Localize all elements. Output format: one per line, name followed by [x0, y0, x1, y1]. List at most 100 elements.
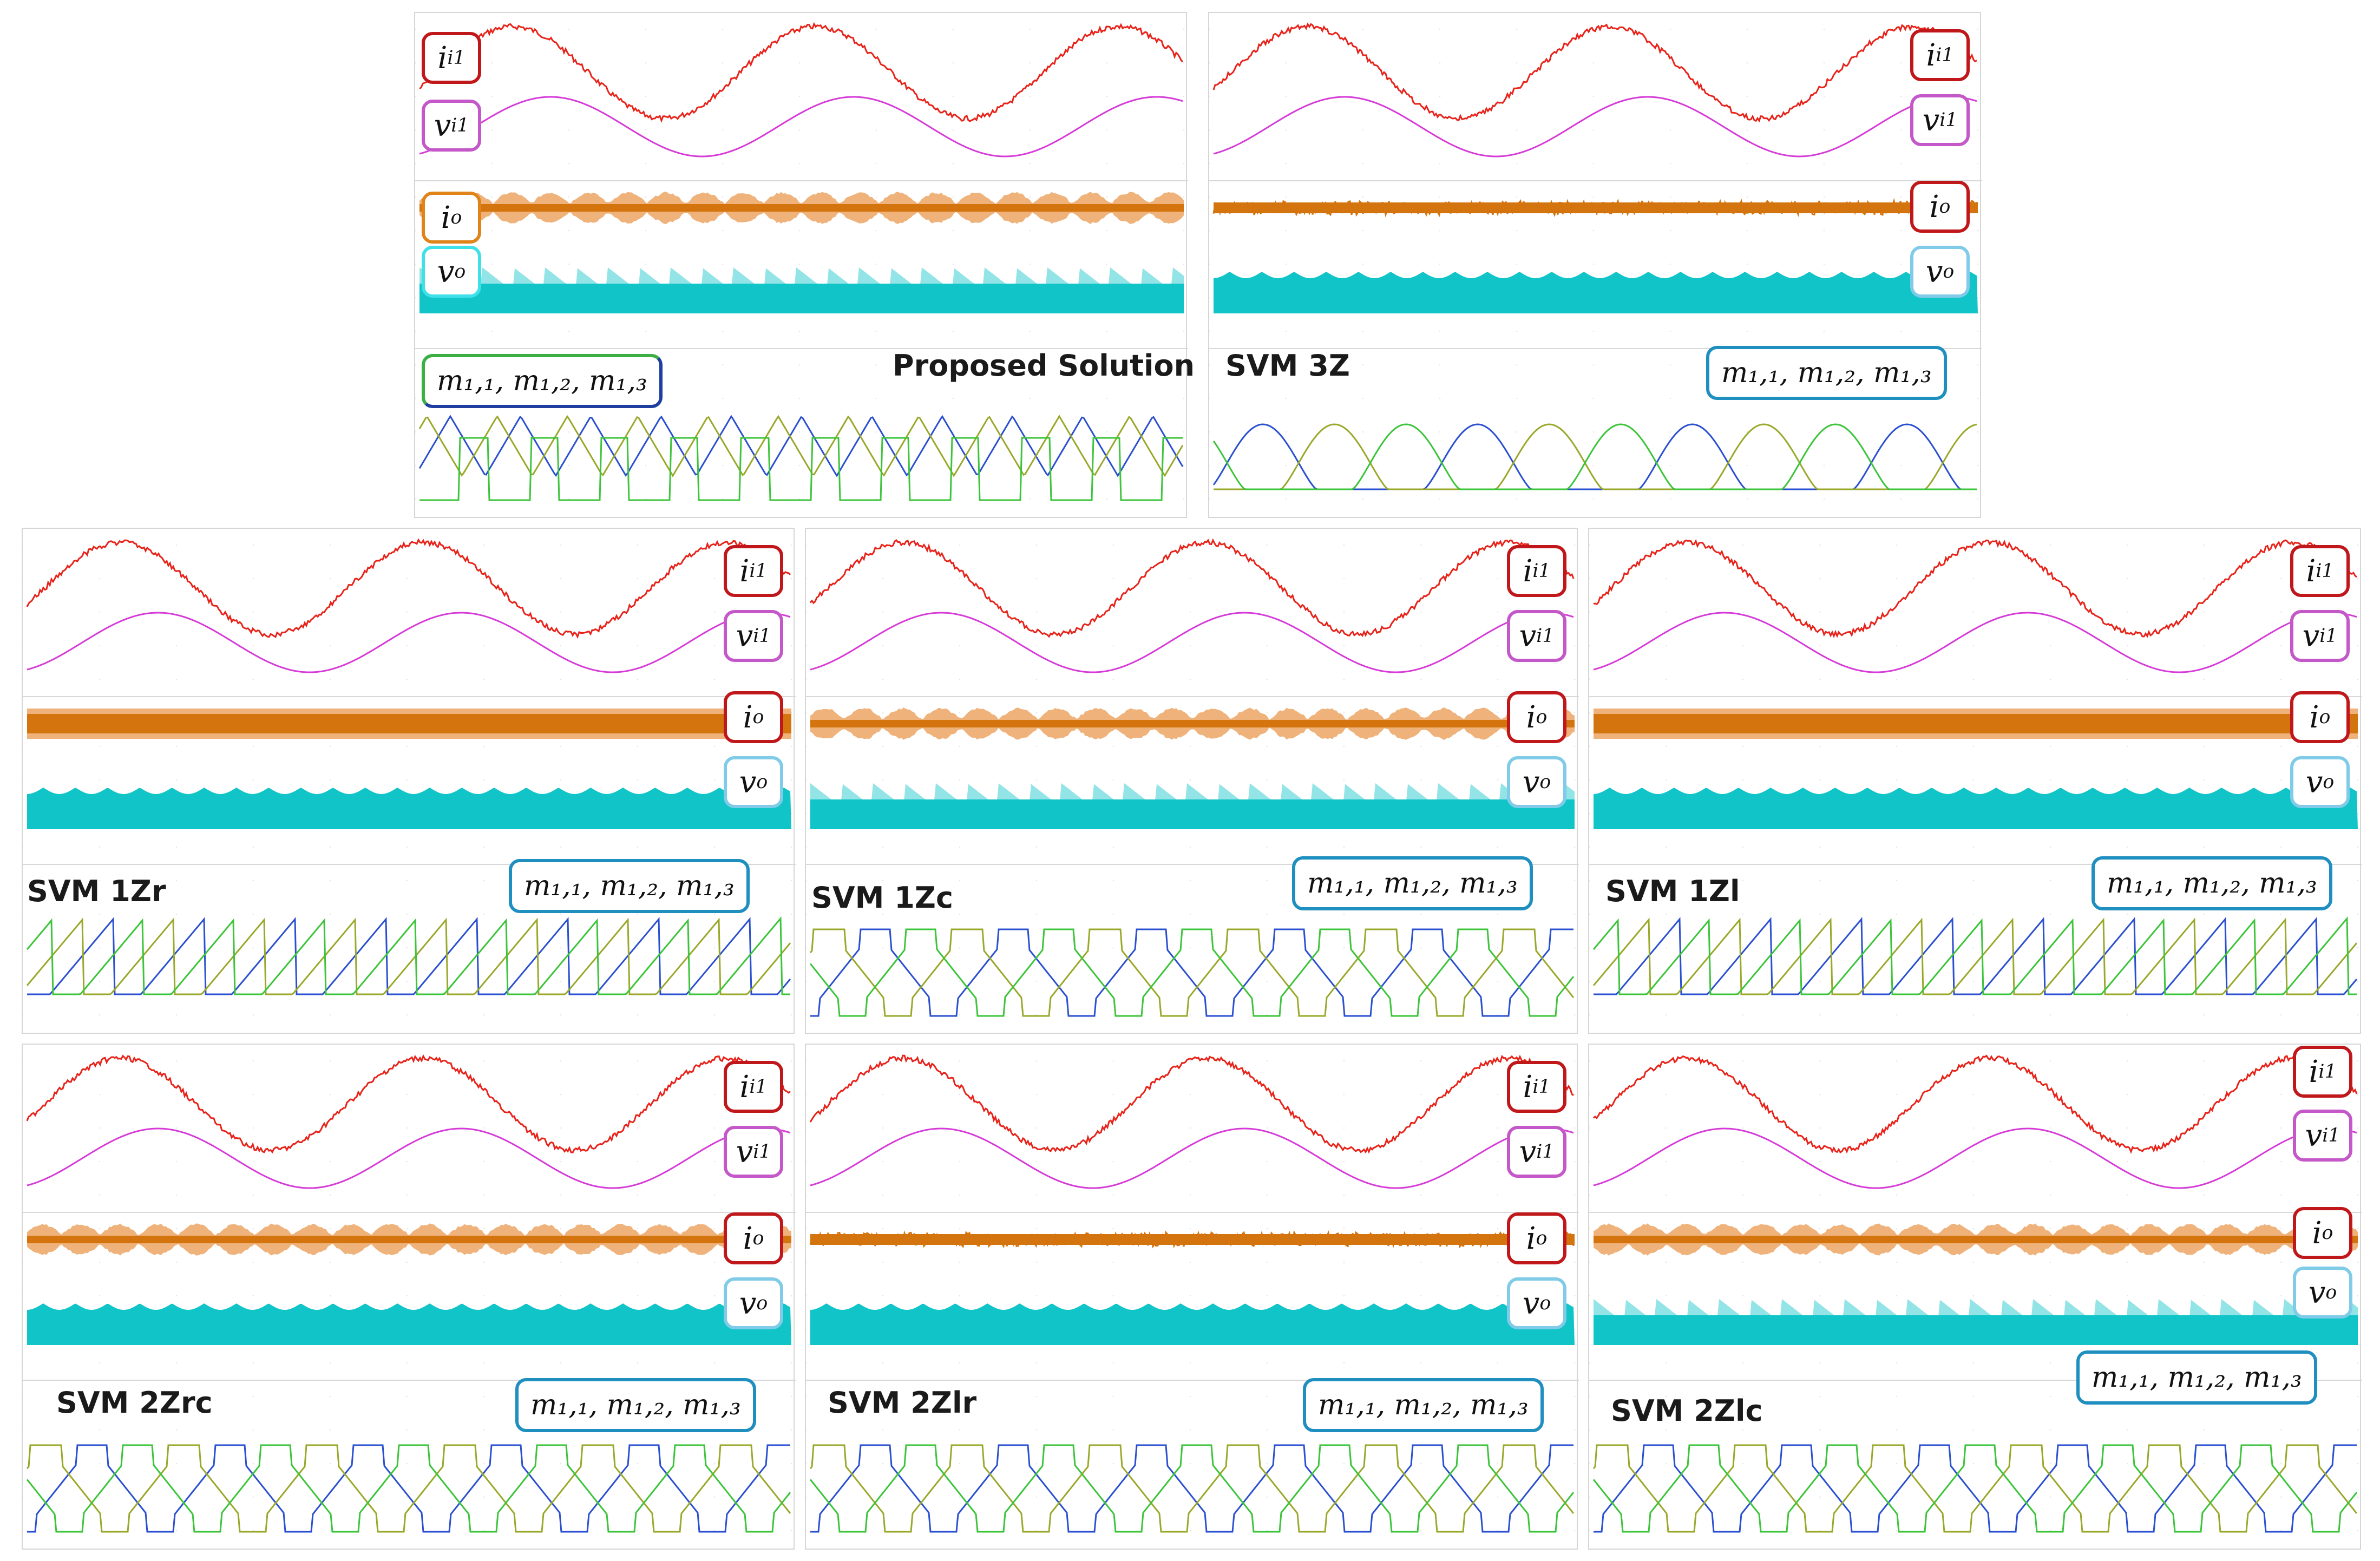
grid-dot: [252, 678, 254, 680]
grid-dot: [1420, 578, 1422, 580]
grid-dot: [1746, 196, 1748, 198]
grid-dot: [2126, 947, 2128, 949]
grid-dot: [2203, 578, 2205, 580]
grid-dot: [1497, 712, 1499, 714]
grid-dot: [1742, 913, 1744, 915]
grid-dot: [483, 1295, 485, 1297]
grid-dot: [1516, 62, 1518, 64]
grid-dot: [1106, 330, 1108, 332]
grid-dot: [1900, 162, 1902, 165]
grid-dot: [952, 498, 954, 500]
grid-dot: [713, 1093, 716, 1096]
grid-dot: [1669, 162, 1671, 165]
grid-dot: [882, 880, 884, 882]
grid-dot: [175, 544, 178, 546]
grid-dot: [329, 880, 331, 882]
grid-dot: [1362, 28, 1364, 30]
grid-dot: [882, 1530, 884, 1532]
grid-dot: [1573, 1295, 1576, 1297]
grid-dot: [1343, 846, 1345, 848]
trace-input-voltage: [810, 612, 1574, 673]
grid-dot: [560, 1462, 562, 1465]
panel-title: SVM 1Zr: [27, 874, 166, 908]
grid-dot: [1977, 95, 1979, 97]
grid-dot: [1035, 779, 1038, 781]
grid-dot: [1189, 1462, 1191, 1465]
grid-dot: [1516, 464, 1518, 467]
grid-dot: [1977, 397, 1979, 399]
grid-dot: [1497, 1362, 1499, 1364]
grid-dot: [2049, 645, 2051, 647]
grid-dot: [1112, 1530, 1114, 1532]
grid-dot: [1439, 162, 1441, 165]
grid-dot: [798, 162, 801, 165]
grid-dot: [1573, 544, 1576, 546]
grid-dot: [1420, 1127, 1422, 1129]
grid-dot: [2049, 1093, 2051, 1096]
grid-dot: [560, 913, 562, 915]
grid-dot: [959, 1060, 961, 1062]
grid-dot: [329, 913, 331, 915]
grid-dot: [1589, 779, 1590, 781]
grid-dot: [1420, 779, 1422, 781]
grid-dot: [1266, 745, 1268, 747]
grid-dot: [406, 1160, 408, 1163]
grid-dot: [1742, 1395, 1744, 1398]
grid-dot: [952, 431, 954, 433]
grid-dot: [806, 578, 807, 580]
grid-dot: [560, 779, 562, 781]
grid-dot: [2203, 1462, 2205, 1465]
grid-dot: [790, 913, 792, 915]
grid-dot: [798, 62, 801, 64]
grid-dot: [882, 1462, 884, 1465]
grid-dot: [1029, 62, 1031, 64]
grid-dot: [952, 330, 954, 332]
grid-dot: [952, 62, 954, 64]
grid-dot: [1189, 1530, 1191, 1532]
grid-dot: [875, 431, 877, 433]
grid-dot: [406, 1362, 408, 1364]
grid-dot: [1573, 1362, 1576, 1364]
grid-dot: [2357, 1127, 2359, 1129]
grid-dot: [2203, 1060, 2205, 1062]
grid-dot: [882, 913, 884, 915]
grid-dot: [406, 1228, 408, 1230]
grid-dot: [1183, 129, 1185, 131]
grid-dot: [1209, 62, 1210, 64]
grid-dot: [959, 846, 961, 848]
grid-dot: [2357, 913, 2359, 915]
grid-dot: [1823, 95, 1825, 97]
grid-dot: [483, 645, 485, 647]
grid-dot: [2126, 1295, 2128, 1297]
grid-dot: [2357, 1060, 2359, 1062]
grid-dot: [2126, 1160, 2128, 1163]
grid-dot: [790, 578, 792, 580]
grid-dot: [2357, 812, 2359, 815]
grid-dot: [2280, 1462, 2282, 1465]
grid-dot: [645, 263, 647, 265]
grid-dot: [1497, 1127, 1499, 1129]
grid-dot: [568, 229, 570, 232]
grid-dot: [1112, 745, 1114, 747]
grid-dot: [1420, 947, 1422, 949]
grid-dot: [1183, 364, 1185, 366]
grid-dot: [1029, 229, 1031, 232]
grid-dot: [1112, 1014, 1114, 1016]
grid-dot: [329, 1462, 331, 1465]
grid-dot: [1112, 712, 1114, 714]
grid-dot: [99, 1194, 101, 1196]
grid-dot: [1106, 62, 1108, 64]
grid-dot: [1183, 62, 1185, 64]
grid-dot: [1497, 578, 1499, 580]
grid-dot: [2357, 779, 2359, 781]
grid-dot: [1420, 1228, 1422, 1230]
grid-dot: [1029, 263, 1031, 265]
grid-dot: [1896, 1462, 1898, 1465]
grid-dot: [568, 263, 570, 265]
grid-dot: [175, 947, 178, 949]
grid-dot: [483, 745, 485, 747]
grid-dot: [1742, 611, 1744, 613]
grid-dot: [483, 1496, 485, 1498]
grid-dot: [1209, 162, 1210, 165]
